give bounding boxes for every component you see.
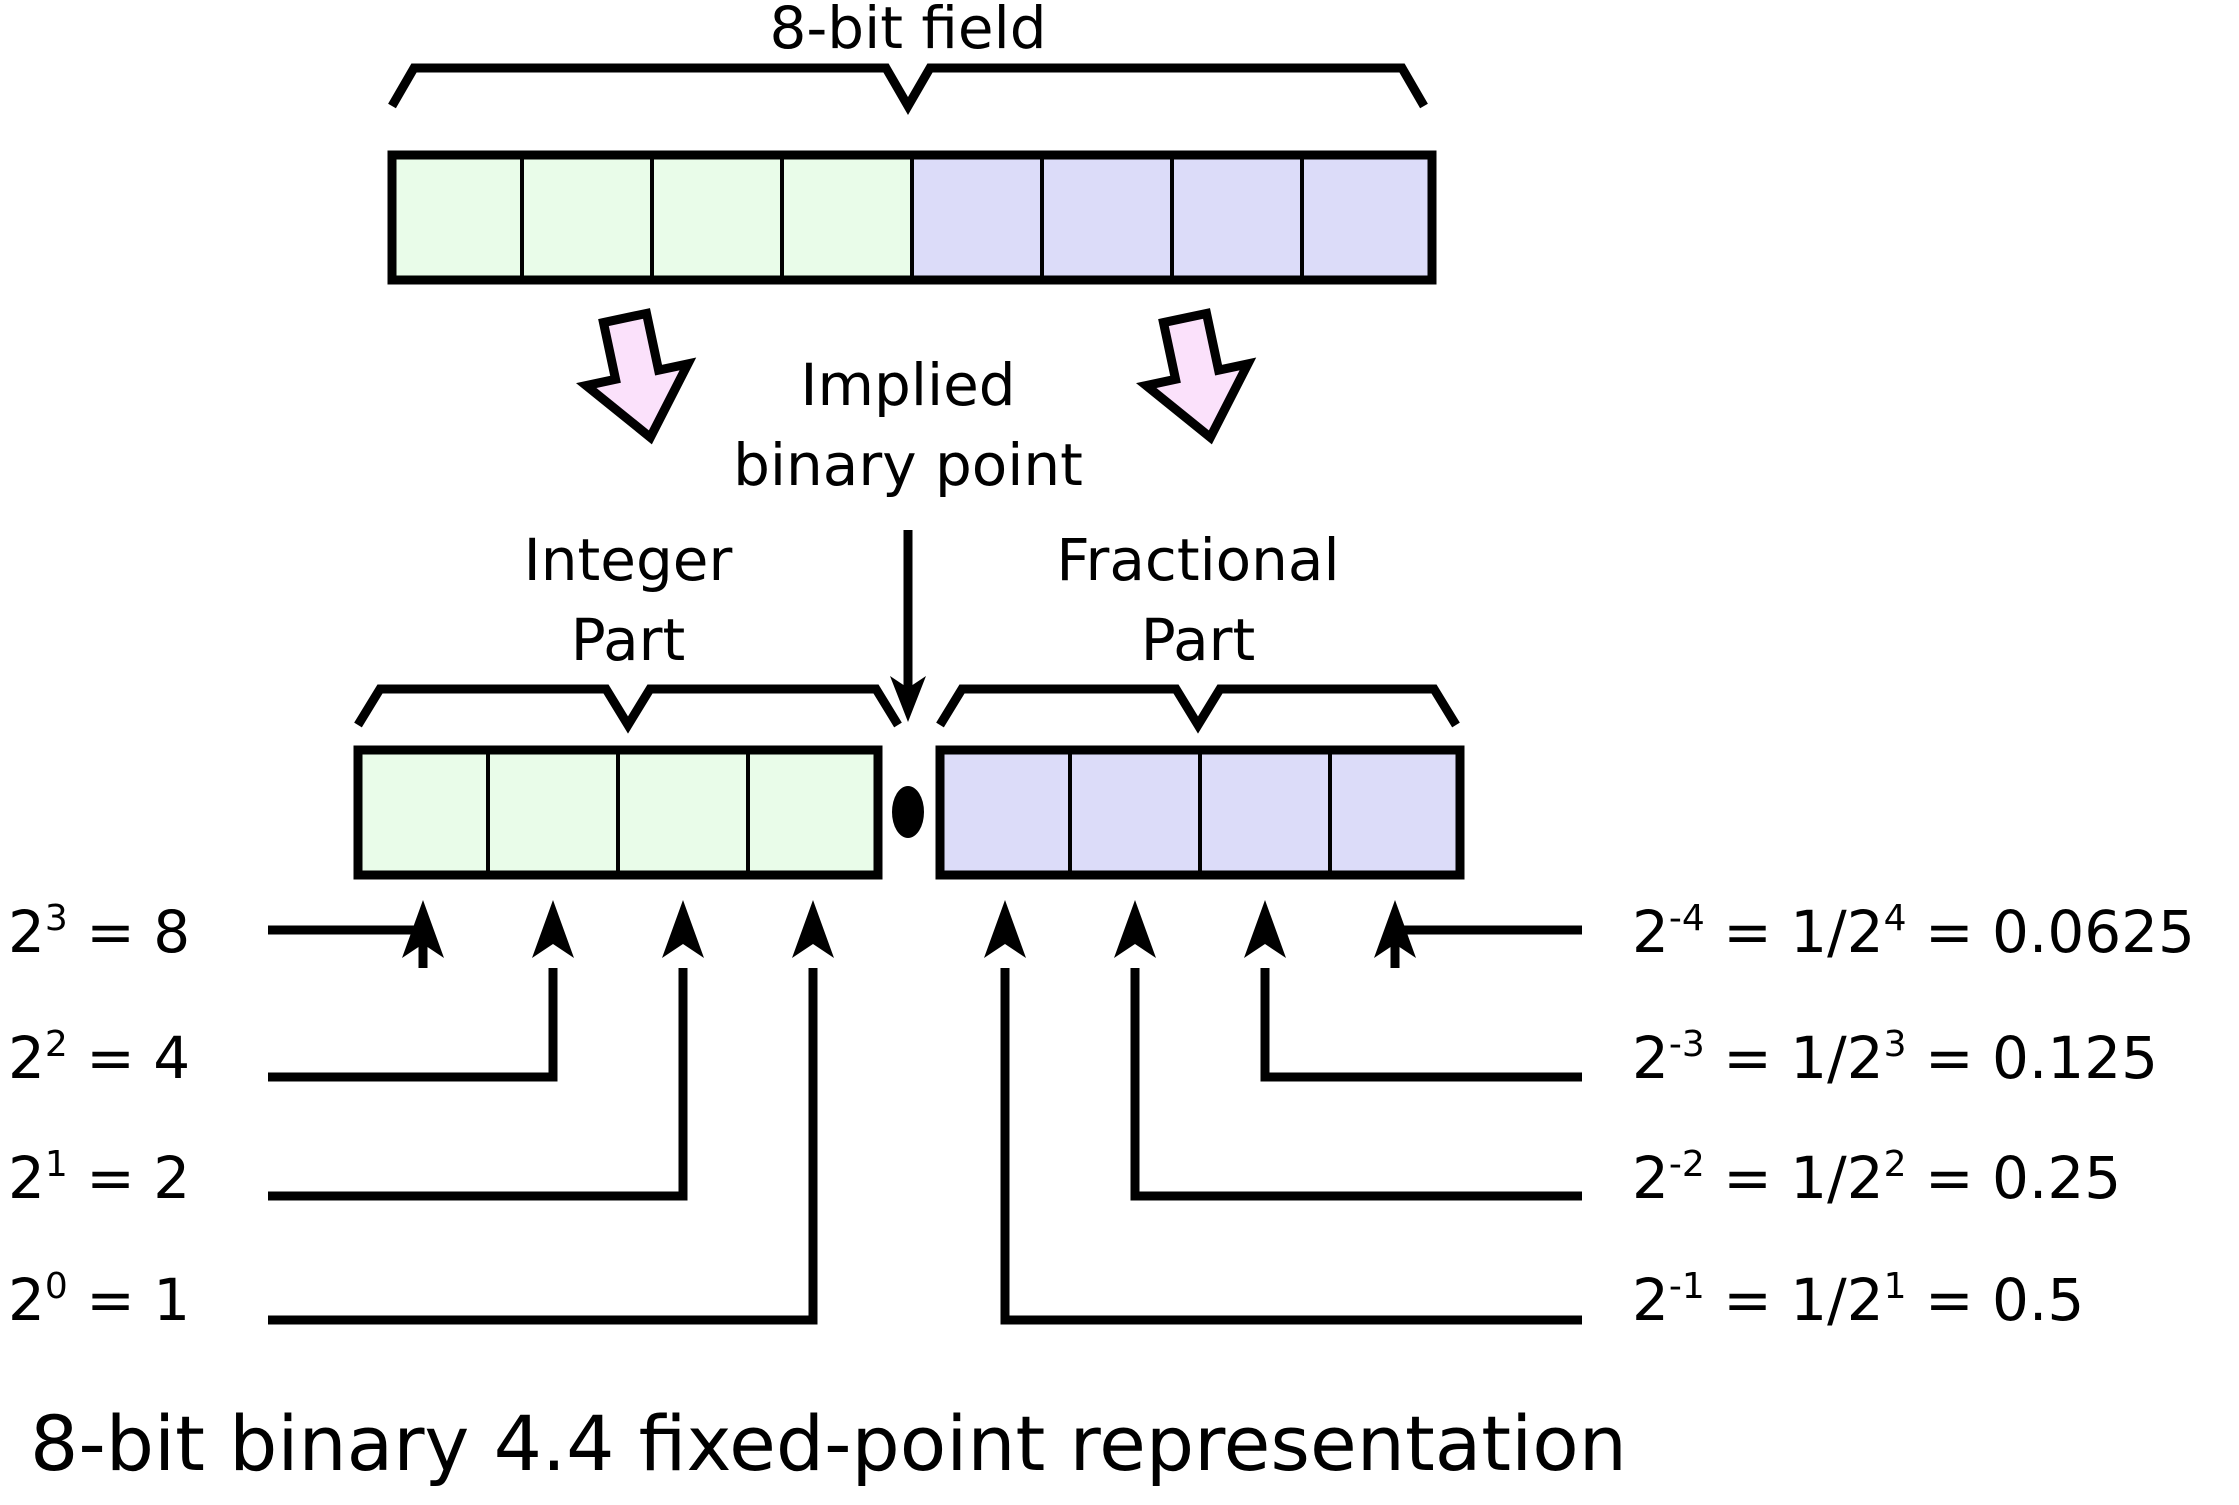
top-field-brace <box>388 63 1428 115</box>
top-cell-frac-1 <box>910 153 1044 282</box>
fraction-row-outline <box>935 745 1465 880</box>
left-down-arrow-icon <box>576 308 697 445</box>
top-cell-frac-4 <box>1300 153 1434 282</box>
integer-row-outline <box>353 745 883 880</box>
frac-cell-0-125 <box>1198 748 1332 877</box>
int-cell-1 <box>746 748 880 877</box>
connector-right-0-0625 <box>1374 900 1582 968</box>
fractional-part-label-line2: Part <box>1141 606 1256 674</box>
power-label-8: 23 = 8 <box>8 898 190 966</box>
top-cell-int-1 <box>650 153 784 282</box>
connector-right-0-5 <box>984 900 1582 1325</box>
top-field-title: 8-bit field <box>769 0 1046 62</box>
implied-binary-point-line2: binary point <box>733 431 1083 499</box>
integer-bit-row <box>353 745 883 880</box>
connector-left-4 <box>268 900 574 1082</box>
connector-right-0-125 <box>1244 900 1582 1082</box>
power-label-0-5: 2-1 = 1/21 = 0.5 <box>1632 1266 2084 1334</box>
frac-cell-0-5 <box>938 748 1072 877</box>
implied-binary-point-line1: Implied <box>800 351 1015 419</box>
fractional-part-label-line1: Fractional <box>1056 526 1339 594</box>
connector-left-2 <box>268 900 704 1201</box>
top-cell-int-0 <box>780 153 914 282</box>
connector-left-1 <box>268 900 834 1325</box>
binary-point-pointer-arrow <box>890 530 926 722</box>
power-label-4: 22 = 4 <box>8 1024 190 1092</box>
power-label-2: 21 = 2 <box>8 1144 190 1212</box>
connector-right-0-25 <box>1114 900 1582 1201</box>
top-cell-int-2 <box>520 153 654 282</box>
power-label-0-125: 2-3 = 1/23 = 0.125 <box>1632 1024 2158 1092</box>
top-cell-frac-2 <box>1040 153 1174 282</box>
int-cell-2 <box>616 748 750 877</box>
fractional-part-brace <box>936 684 1460 734</box>
integer-part-brace <box>354 684 902 734</box>
power-label-1: 20 = 1 <box>8 1266 190 1334</box>
int-cell-8 <box>356 748 490 877</box>
top-cell-frac-3 <box>1170 153 1304 282</box>
power-label-0-25: 2-2 = 1/22 = 0.25 <box>1632 1144 2121 1212</box>
frac-cell-0-25 <box>1068 748 1202 877</box>
top-bit-row <box>387 150 1437 285</box>
integer-part-label-line2: Part <box>571 606 686 674</box>
top-row-outline <box>387 150 1437 285</box>
diagram-caption: 8-bit binary 4.4 fixed-point representat… <box>30 1399 1627 1488</box>
top-cell-int-3 <box>390 153 524 282</box>
int-cell-4 <box>486 748 620 877</box>
integer-part-label-line1: Integer <box>524 526 733 594</box>
frac-cell-0-0625 <box>1328 748 1462 877</box>
fraction-bit-row <box>935 745 1465 880</box>
power-label-0-0625: 2-4 = 1/24 = 0.0625 <box>1632 898 2195 966</box>
right-down-arrow-icon <box>1136 308 1257 445</box>
binary-point-dot <box>892 786 924 838</box>
connector-left-8 <box>268 900 444 968</box>
